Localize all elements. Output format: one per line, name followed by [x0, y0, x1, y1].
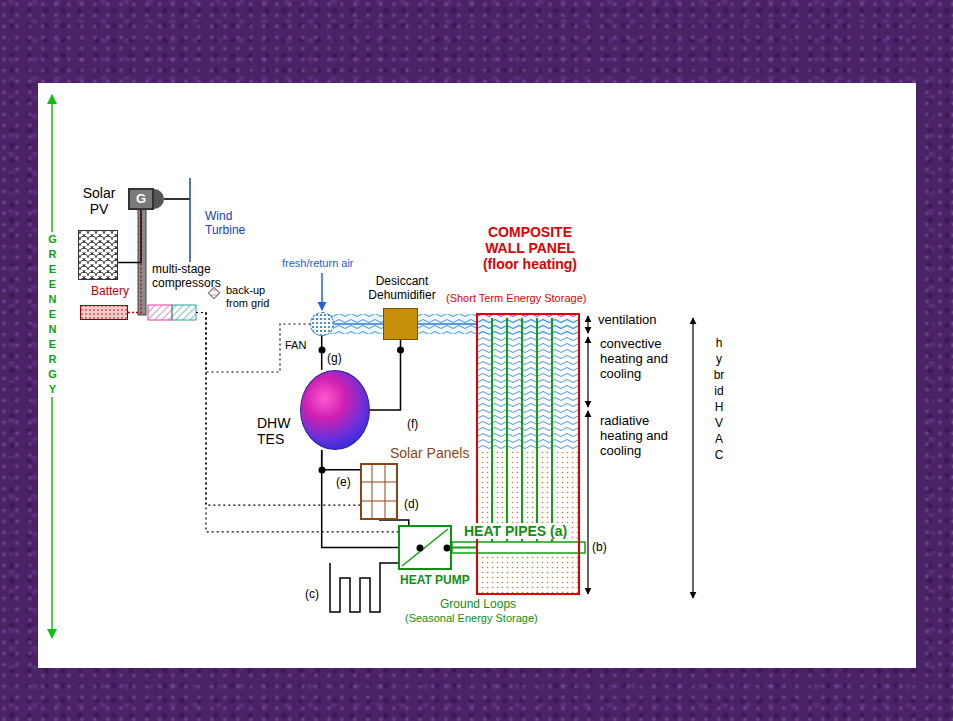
- connector: [196, 313, 310, 373]
- illustration-part: [319, 467, 326, 474]
- node-text: Battery: [91, 285, 129, 299]
- component-label: Ground Loops: [440, 598, 516, 612]
- node-text: COMPOSITE WALL PANEL (floor heating): [475, 224, 585, 272]
- illustration-part: [587, 316, 588, 333]
- illustration-part: [587, 337, 588, 407]
- component-label: (Seasonal Energy Storage): [405, 612, 538, 625]
- generator-box: G: [128, 188, 154, 210]
- node-text: HEAT PUMP: [400, 574, 470, 588]
- pv-cells: [78, 230, 118, 280]
- node-text: Desiccant Dehumidifier: [367, 275, 437, 303]
- solar-pv-array: Solar PV: [78, 230, 118, 280]
- illustration-part: [506, 318, 508, 542]
- callout-letter: (f): [407, 418, 418, 432]
- node-text: DHW TES: [257, 415, 297, 447]
- connector: [196, 313, 398, 532]
- air-inlet-arrow: [321, 273, 323, 310]
- heat-pump-divider: [402, 529, 448, 566]
- illustration-part: [362, 482, 396, 483]
- connector: [322, 450, 398, 548]
- connector: [452, 547, 476, 549]
- heat-pipe-header: [452, 542, 585, 553]
- illustration-part: [397, 347, 404, 354]
- illustration-part: [319, 347, 326, 354]
- node-text: FAN: [285, 339, 306, 352]
- connector: [418, 323, 476, 325]
- illustration-part: [372, 465, 373, 518]
- illustration-part: [536, 318, 538, 542]
- zone-label: radiative heating and cooling: [600, 414, 680, 459]
- node-text: G: [136, 192, 146, 207]
- vertical-label: GREEN ENERGY: [47, 232, 58, 397]
- turbine-blade: [189, 178, 191, 262]
- heat-pump-box: HEAT PUMP: [398, 525, 452, 570]
- compressor-stage: [148, 305, 172, 320]
- composite-wall-panel: COMPOSITE WALL PANEL (floor heating)(Sho…: [476, 313, 580, 595]
- compressor-boxes: multi-stage compressors: [148, 305, 196, 320]
- component-label: Wind Turbine: [205, 210, 257, 238]
- component-label: HEAT PIPES (a): [462, 523, 569, 539]
- heat-pipes: [492, 318, 552, 542]
- illustration-part: [444, 545, 451, 552]
- connector: [118, 210, 141, 263]
- zone-arrows: [588, 316, 693, 598]
- zone-label: convective heating and cooling: [600, 337, 680, 382]
- compressor-stage: [172, 305, 196, 320]
- illustration-part: [521, 318, 523, 542]
- zone-label: ventilation: [598, 313, 657, 328]
- white-panel: [38, 83, 916, 668]
- callout-letter: (e): [336, 476, 351, 490]
- illustration-part: [587, 411, 588, 594]
- solar-panel: Solar Panels: [360, 463, 398, 520]
- illustration-part: [491, 318, 493, 542]
- ground-loops: [330, 563, 398, 612]
- node-text: Solar Panels: [390, 445, 469, 461]
- turbine-hub: [154, 189, 164, 209]
- solar-panel-grid: [362, 465, 396, 518]
- illustration-part: [385, 465, 386, 518]
- component-label: back-up from grid: [226, 284, 284, 309]
- node-text: (Short Term Energy Storage): [446, 292, 586, 305]
- component-label: fresh/return air: [282, 257, 354, 270]
- turbine-pole: [138, 200, 146, 315]
- connector: [128, 210, 141, 313]
- node-text: Solar PV: [75, 185, 123, 217]
- node-text: multi-stage compressors: [152, 263, 228, 291]
- illustration-part: [551, 318, 553, 542]
- connector: [334, 323, 383, 325]
- connector: [370, 340, 401, 410]
- callout-letter: (b): [592, 541, 607, 555]
- battery-fill: [80, 305, 128, 320]
- dehumidifier-box: Desiccant Dehumidifier: [383, 308, 418, 340]
- connector: [322, 450, 360, 470]
- illustration-part: [417, 545, 424, 552]
- illustration-part: [362, 501, 396, 502]
- callout-letter: (c): [305, 588, 319, 602]
- vertical-label: hybrid HVAC: [713, 335, 725, 463]
- turbine-shaft: [164, 198, 190, 200]
- battery-box: Battery: [80, 305, 128, 320]
- callout-letter: (d): [404, 498, 419, 512]
- callout-letter: (g): [327, 352, 342, 366]
- dhw-tank: DHW TES: [300, 370, 370, 450]
- illustration-part: [692, 318, 693, 598]
- fan-circle: FAN: [310, 312, 334, 336]
